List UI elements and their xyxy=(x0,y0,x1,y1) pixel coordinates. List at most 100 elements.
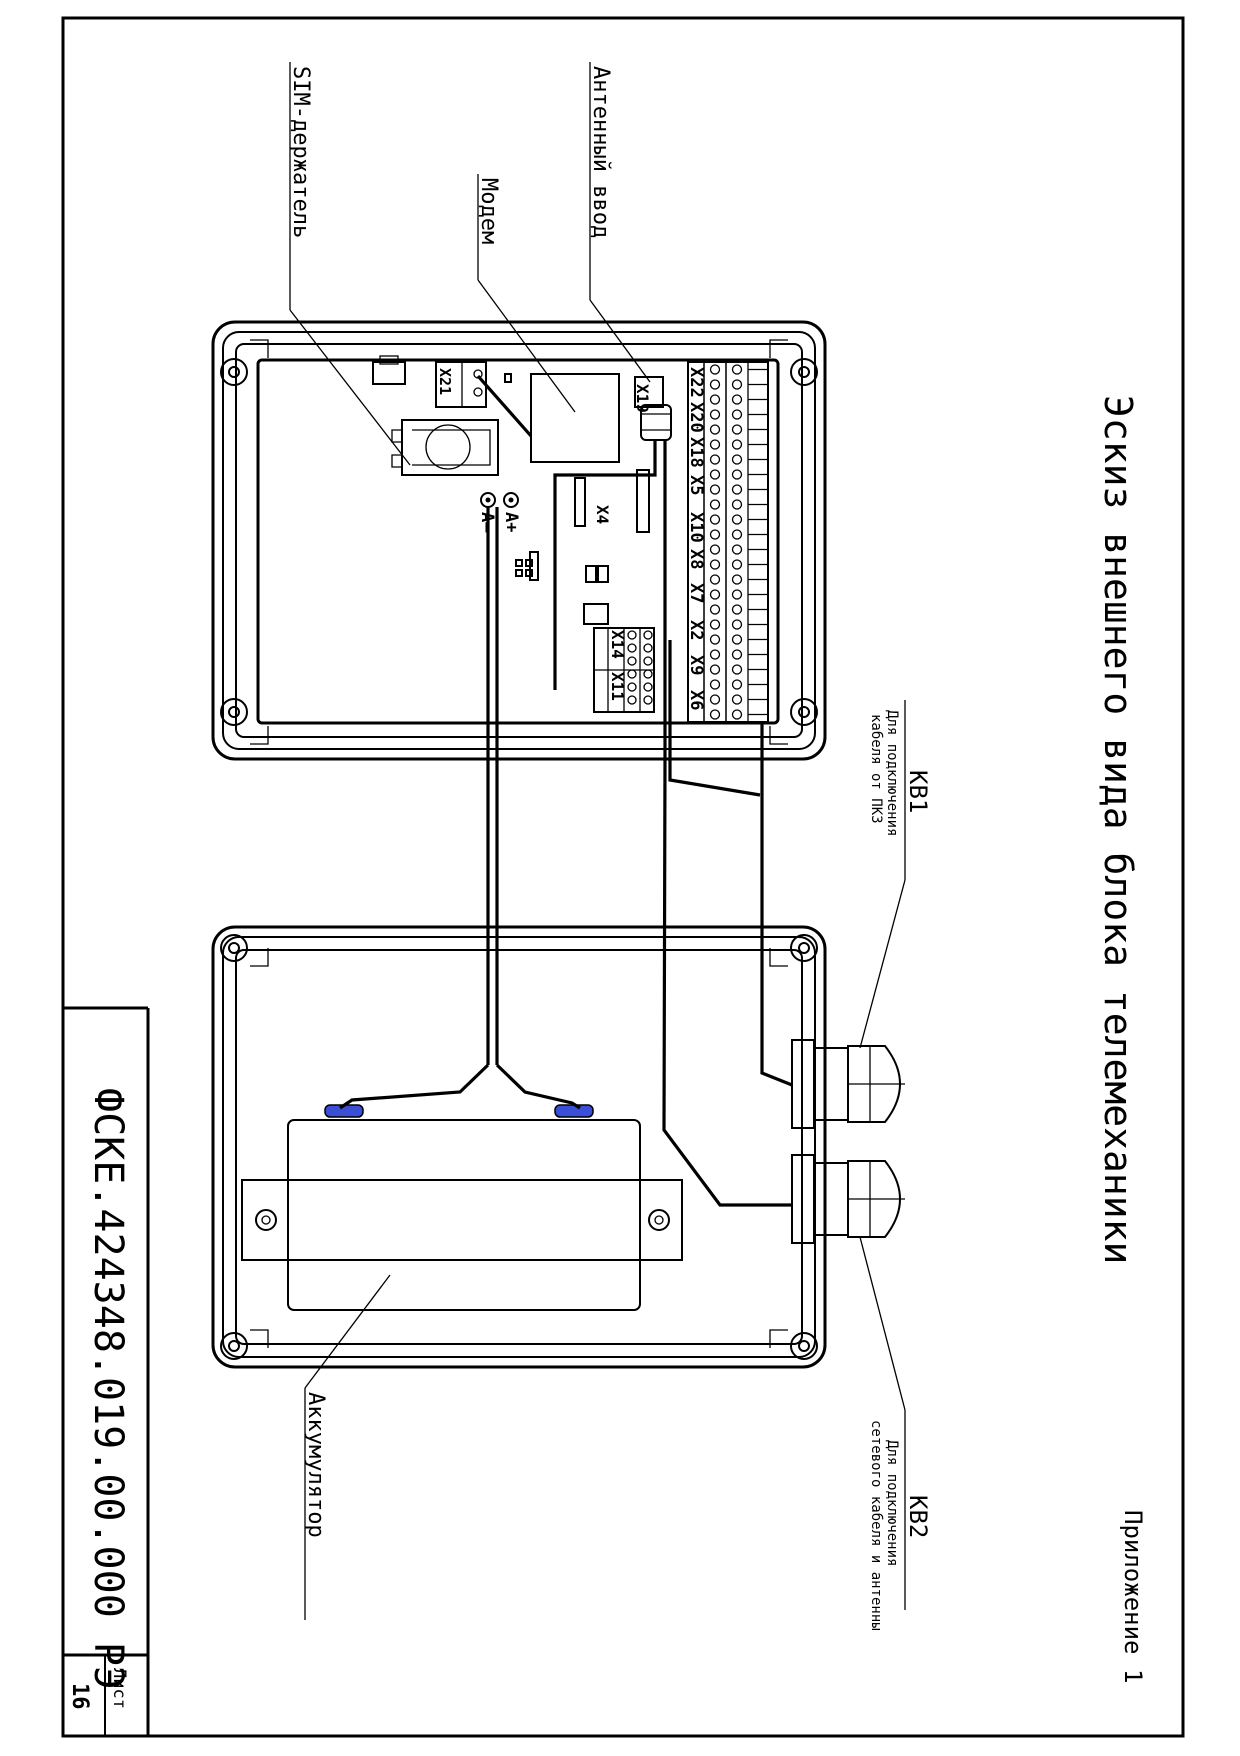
terminal-screw xyxy=(731,379,743,390)
terminal-screw xyxy=(709,709,721,720)
clamp-nut-left xyxy=(255,1209,277,1231)
terminal-screw xyxy=(709,439,721,450)
battery-clamp xyxy=(241,1179,683,1261)
terminal-screw xyxy=(731,709,743,720)
x21-label: X21 xyxy=(436,368,454,395)
terminal-screw xyxy=(731,499,743,510)
terminal-screw xyxy=(709,664,721,675)
terminal-screw xyxy=(731,679,743,690)
terminal-screw xyxy=(709,694,721,705)
terminal-screw xyxy=(731,544,743,555)
terminal-screw xyxy=(731,469,743,480)
battery-terminals: A+ A– xyxy=(477,492,521,533)
x19-label: X19 xyxy=(633,384,652,413)
battery-enclosure xyxy=(211,925,827,1369)
connector-label-x2: X2 xyxy=(686,620,706,640)
callout-kb2-desc-line1: Для подключения xyxy=(884,1440,900,1566)
terminal-screw xyxy=(709,454,721,465)
callout-antenna-input: Антенный ввод xyxy=(588,66,613,238)
terminal-screw xyxy=(731,484,743,495)
title-block: ФСКЕ.424348.019.00.000 РЭ Лист 16 xyxy=(63,1006,150,1736)
terminal-screw xyxy=(731,664,743,675)
callouts: Антенный ввод Модем SIM-держатель Аккуму… xyxy=(288,62,932,1631)
wiring xyxy=(339,374,793,1207)
callout-modem: Модем xyxy=(476,178,501,244)
a-plus-label: A+ xyxy=(501,512,521,532)
main-title: Эскиз внешнего вида блока телемеханики xyxy=(1096,395,1140,1264)
side-terminal-screw xyxy=(627,669,637,679)
board-components: X4 xyxy=(504,373,650,625)
side-terminal-screw xyxy=(627,695,637,705)
connector-label-x14: X14 xyxy=(608,630,627,659)
side-terminal-screw xyxy=(643,695,653,705)
side-terminal-screw xyxy=(627,656,637,666)
connector-label-x11: X11 xyxy=(608,672,627,701)
side-terminal-screw xyxy=(643,630,653,640)
connector-labels: X22 X20 X18 X5 X10 X8 X7 X2 X9 X6 xyxy=(686,367,706,710)
connector-label-x20: X20 xyxy=(686,402,706,433)
terminal-screw xyxy=(709,424,721,435)
terminal-screw xyxy=(731,529,743,540)
terminal-screw xyxy=(709,409,721,420)
terminal-screw xyxy=(709,544,721,555)
terminal-screw xyxy=(731,649,743,660)
terminal-strip xyxy=(687,361,769,723)
terminal-screw xyxy=(709,514,721,525)
connector-label-x5: X5 xyxy=(686,475,706,495)
fuses xyxy=(324,1104,594,1118)
side-connector-block: X14 X11 xyxy=(593,627,655,713)
callout-kb1-desc-line1: Для подключения xyxy=(884,710,900,836)
callout-kb2-desc-line2: сетевого кабеля и антенны xyxy=(868,1420,884,1631)
terminal-screw xyxy=(709,469,721,480)
connector-label-x10: X10 xyxy=(686,512,706,543)
terminal-screw xyxy=(709,379,721,390)
terminal-screw xyxy=(731,694,743,705)
terminal-screw xyxy=(709,649,721,660)
connector-label-x22: X22 xyxy=(686,367,706,398)
callout-battery: Аккумулятор xyxy=(303,1392,328,1538)
terminal-screw xyxy=(709,619,721,630)
terminal-screw xyxy=(709,484,721,495)
modem-module: X19 xyxy=(530,373,672,463)
terminal-screw xyxy=(731,604,743,615)
sheet-frame xyxy=(61,16,1185,1738)
side-terminal-screw xyxy=(643,656,653,666)
antenna-connector-x19 xyxy=(634,376,664,408)
connector-label-x9: X9 xyxy=(686,655,706,675)
x4-label: X4 xyxy=(593,505,612,524)
side-terminal-screw xyxy=(643,669,653,679)
controller-enclosure xyxy=(211,320,827,761)
terminal-screw xyxy=(731,574,743,585)
side-terminal-screw xyxy=(643,682,653,692)
terminal-screw xyxy=(709,634,721,645)
side-terminal-screw xyxy=(627,682,637,692)
cable-gland-kb1 xyxy=(791,1039,905,1129)
battery xyxy=(241,1119,683,1311)
terminal-screw xyxy=(709,604,721,615)
callout-kb1-desc-line2: кабеля от ПКЗ xyxy=(868,714,884,824)
terminal-screw xyxy=(731,619,743,630)
side-terminal-screw xyxy=(627,630,637,640)
terminal-screw xyxy=(709,364,721,375)
terminal-screw xyxy=(709,559,721,570)
sheet-number: 16 xyxy=(67,1683,92,1710)
connector-label-x8: X8 xyxy=(686,549,706,569)
terminal-screw xyxy=(709,679,721,690)
terminal-screw xyxy=(731,514,743,525)
callout-kb2: КВ2 xyxy=(904,1495,932,1538)
side-terminal-screw xyxy=(643,643,653,653)
connector-label-x18: X18 xyxy=(686,437,706,468)
side-terminal-screw xyxy=(627,643,637,653)
terminal-screw xyxy=(731,559,743,570)
designation-text: ФСКЕ.424348.019.00.000 РЭ xyxy=(85,1088,131,1690)
fuse-right xyxy=(554,1104,594,1118)
terminal-screw xyxy=(709,574,721,585)
callout-sim-holder: SIM-держатель xyxy=(288,66,313,238)
connector-label-x6: X6 xyxy=(686,690,706,710)
terminal-screw xyxy=(731,634,743,645)
terminal-screw xyxy=(731,424,743,435)
terminal-screw xyxy=(709,529,721,540)
clamp-nut-right xyxy=(648,1209,670,1231)
terminal-screw xyxy=(709,499,721,510)
